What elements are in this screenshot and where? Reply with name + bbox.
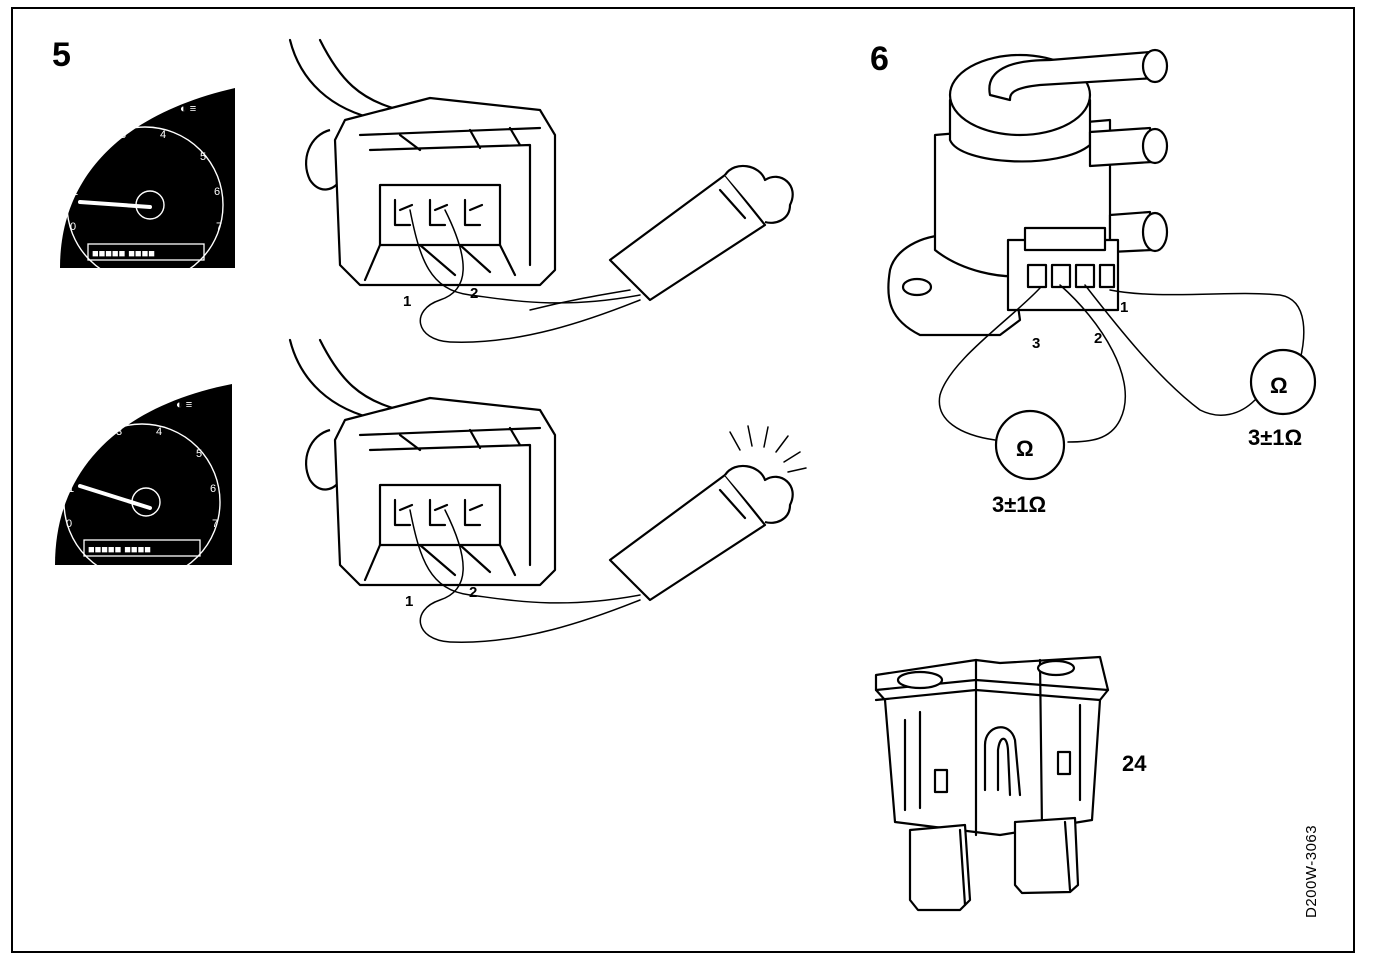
svg-text:5: 5 [200,151,206,163]
connector-top: 1 2 [288,38,557,310]
svg-text:1: 1 [68,483,74,495]
valve-pin3-label: 3 [1032,335,1040,352]
connector-bottom-pin1-label: 1 [405,593,413,610]
test-lamp-bottom-lit [409,425,807,643]
gauge-needle [78,200,152,209]
connector-bottom-pin2-label: 2 [469,584,477,601]
solenoid-valve: 1 2 3 [887,48,1169,352]
connector-bottom: 1 2 [288,338,557,610]
ohmmeter-bottom: Ω [994,409,1066,481]
gauge-tick-labels-2: 0 1 2 3 4 5 6 7 [66,426,218,530]
tachometer-gauge-off: 0 1 2 3 4 5 6 7 ■■■■■ ■■■■ ◐ ≡ [60,88,235,284]
ohm-symbol-right: Ω [1270,373,1288,398]
gauge-needle-raised [78,484,152,510]
step-5-label: 5 [52,36,71,74]
svg-text:5: 5 [196,448,202,460]
svg-text:◐ ≡: ◐ ≡ [176,399,192,411]
drawing-code: D200W-3063 [1303,825,1320,918]
connector-top-pin2-label: 2 [470,285,478,302]
svg-text:■■■■■ ■■■■: ■■■■■ ■■■■ [88,544,151,556]
svg-text:7: 7 [216,221,222,233]
ohm-symbol-bottom: Ω [1016,436,1034,461]
svg-text:4: 4 [160,129,166,141]
reading-bottom: 3±1Ω [992,492,1046,517]
test-lamp-top [409,164,794,343]
connector-top-pin1-label: 1 [403,293,411,310]
step-6-label: 6 [870,40,889,78]
svg-text:3: 3 [116,426,122,438]
svg-text:◐ ≡: ◐ ≡ [180,103,196,115]
svg-text:4: 4 [156,426,162,438]
valve-pin2-label: 2 [1094,330,1102,347]
svg-text:0: 0 [70,221,76,233]
svg-text:2: 2 [84,448,90,460]
svg-text:3: 3 [120,129,126,141]
svg-text:6: 6 [210,483,216,495]
fuse [874,655,1110,912]
tachometer-gauge-on: 0 1 2 3 4 5 6 7 ■■■■■ ■■■■ ◐ ≡ [55,384,232,581]
ohmmeter-right: Ω [1249,348,1317,416]
ohmmeter-leads [938,284,1305,443]
svg-text:1: 1 [72,186,78,198]
svg-text:7: 7 [212,518,218,530]
svg-text:6: 6 [214,186,220,198]
reading-right: 3±1Ω [1248,425,1302,450]
svg-text:2: 2 [88,151,94,163]
svg-text:■■■■■ ■■■■: ■■■■■ ■■■■ [92,248,155,260]
gauge-tick-labels: 0 1 2 3 4 5 6 7 [70,129,222,233]
valve-pin1-label: 1 [1120,299,1128,316]
diagram-border [11,7,1355,953]
fuse-number-label: 24 [1122,751,1147,776]
svg-text:0: 0 [66,518,72,530]
lamp-glow-rays [729,425,807,473]
